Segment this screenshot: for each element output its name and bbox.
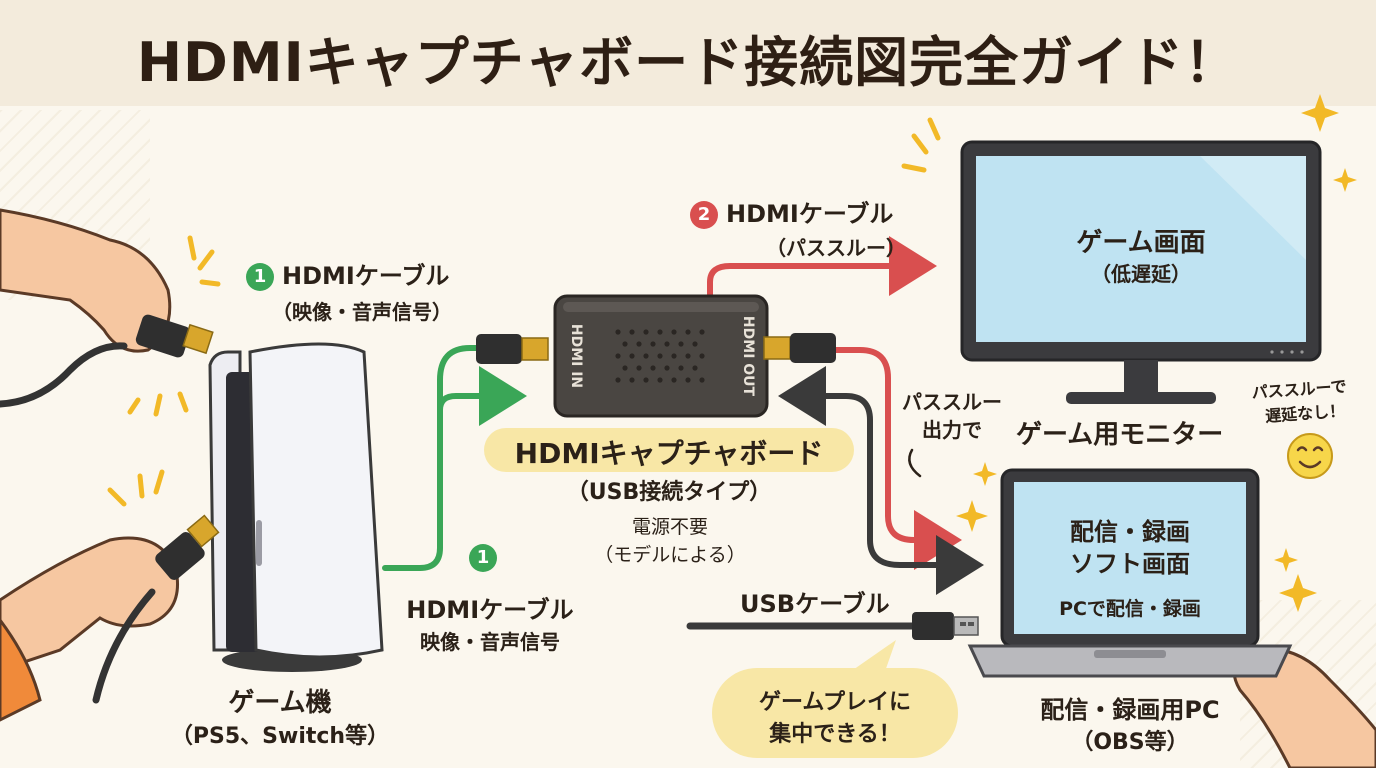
passthrough-note-line2: 出力で (922, 418, 982, 442)
smiley-icon (1287, 433, 1333, 479)
cable1-top-label: 1 HDMIケーブル (246, 256, 449, 291)
game-console-examples: （PS5、Switch等） (170, 724, 390, 749)
cable2-name: HDMIケーブル (726, 200, 894, 228)
capture-board-power: 電源不要 (631, 516, 708, 538)
cable1-bottom-detail: 映像・音声信号 (420, 630, 560, 654)
speaker-grille-icon (615, 329, 705, 383)
hdmi-out-port-label: HDMI OUT (740, 316, 756, 397)
red-laptop-cable (828, 347, 962, 570)
bubble-line1: ゲームプレイに (758, 690, 912, 715)
cable2-label: 2 HDMIケーブル (690, 194, 893, 229)
game-console-name: ゲーム機 (228, 688, 332, 718)
cable1-bottom-name: HDMIケーブル (406, 596, 574, 624)
capture-board-type: （USB接続タイプ） (566, 480, 772, 505)
capture-board-device: HDMI IN HDMI OUT (553, 294, 769, 418)
laptop-device (967, 468, 1293, 678)
laptop-software: （OBS等） (1071, 730, 1189, 755)
cable2-number: 2 (690, 201, 718, 229)
hdmi-plug-icon (476, 334, 549, 364)
hand-icon (0, 208, 172, 408)
cable1-bottom-number: 1 (469, 544, 497, 572)
cable1-top-number: 1 (246, 263, 274, 291)
laptop-screen-line2: ソフト画面 (1070, 550, 1190, 578)
dark-usb-return-cable (778, 366, 955, 568)
green-hdmi-cable (382, 345, 479, 571)
cable1-bottom-number-wrap: 1 (468, 544, 498, 572)
capture-board-name: HDMIキャプチャボード (514, 437, 824, 470)
speech-bubble (712, 668, 958, 758)
hand-icon (1232, 647, 1376, 768)
hdmi-in-port-label: HDMI IN (568, 324, 584, 388)
usb-cable-label: USBケーブル (740, 590, 890, 618)
bubble-line2: 集中できる！ (769, 722, 901, 747)
sparkle-icon (107, 117, 941, 507)
laptop-screen-line3: PCで配信・録画 (1059, 598, 1201, 620)
title-banner (0, 0, 1376, 106)
hand-icon (0, 536, 179, 722)
hdmi-plug-icon (763, 333, 836, 363)
laptop-screen-line1: 配信・録画 (1070, 518, 1190, 546)
green-arrow (437, 366, 527, 426)
monitor-screen-subtitle: （低遅延） (1091, 262, 1191, 286)
passthrough-note-line1: パススルー (902, 390, 1002, 414)
note-pointer (908, 448, 922, 478)
cable1-top-detail: （映像・音声信号） (272, 300, 452, 324)
red-passthrough-cable (707, 236, 937, 296)
cable2-detail: （パススルー） (766, 236, 906, 260)
hdmi-plug-icon (135, 314, 214, 358)
cable1-top-name: HDMIケーブル (282, 262, 450, 290)
capture-board-power-note: （モデルによる） (594, 544, 746, 566)
sparkle-icon (956, 94, 1357, 612)
hdmi-plug-icon (155, 514, 220, 580)
capture-board-label-highlight (484, 428, 854, 472)
laptop-name: 配信・録画用PC (1040, 696, 1220, 724)
page-title: HDMIキャプチャボード接続図完全ガイド！ (136, 31, 1240, 94)
usb-plug-icon (912, 612, 979, 640)
game-console-device (208, 342, 384, 672)
game-monitor-device (960, 140, 1322, 404)
monitor-name: ゲーム用モニター (1016, 420, 1224, 450)
monitor-screen-title: ゲーム画面 (1076, 228, 1206, 258)
